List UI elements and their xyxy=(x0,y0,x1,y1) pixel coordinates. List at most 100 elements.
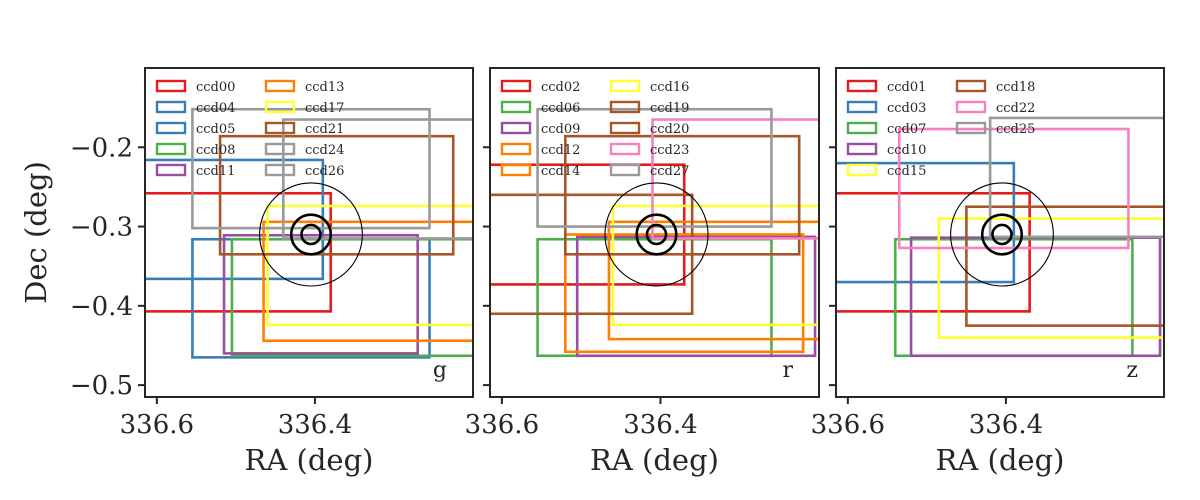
x-tick-label: 336.6 xyxy=(120,410,194,440)
legend-swatch-ccd25 xyxy=(955,121,987,135)
legend-label-ccd09: ccd09 xyxy=(541,122,580,137)
ccd-rect-ccd24 xyxy=(191,107,431,230)
legend-swatch-ccd16 xyxy=(609,79,641,93)
x-tick-label: 336.4 xyxy=(623,410,697,440)
legend-swatch-ccd26 xyxy=(264,163,296,177)
ccd-rect-ccd22 xyxy=(897,127,1130,250)
legend-swatch-ccd11 xyxy=(155,163,187,177)
legend-swatch-ccd04 xyxy=(155,100,187,114)
ccd-rect-ccd20 xyxy=(490,193,694,316)
ccd-rect-ccd13 xyxy=(262,220,473,343)
target-circle xyxy=(300,223,322,246)
legend-label-ccd22: ccd22 xyxy=(996,101,1035,116)
legend-label-ccd25: ccd25 xyxy=(996,122,1035,137)
legend-label-ccd14: ccd14 xyxy=(541,164,580,179)
target-circle xyxy=(950,182,1054,287)
ccd-rect-ccd17 xyxy=(266,204,473,327)
legend-label-ccd19: ccd19 xyxy=(650,101,689,116)
x-axis-label: RA (deg) xyxy=(590,443,719,477)
plot-area xyxy=(145,107,473,359)
plot-area xyxy=(490,107,819,358)
ccd-rect-ccd02 xyxy=(490,163,686,286)
legend-label-ccd23: ccd23 xyxy=(650,143,689,158)
legend-swatch-ccd01 xyxy=(846,79,878,93)
legend-label-ccd16: ccd16 xyxy=(650,80,689,95)
legend-swatch-ccd20 xyxy=(609,121,641,135)
axes-frame xyxy=(489,67,820,398)
legend-label-ccd20: ccd20 xyxy=(650,122,689,137)
y-tick-label: −0.3 xyxy=(70,213,133,243)
x-axis-label: RA (deg) xyxy=(245,443,374,477)
legend-label-ccd21: ccd21 xyxy=(305,122,344,137)
band-label: r xyxy=(782,358,793,383)
legend-label-ccd04: ccd04 xyxy=(196,101,235,116)
legend-swatch-ccd15 xyxy=(846,163,878,177)
legend-swatch-ccd24 xyxy=(264,142,296,156)
ccd-rect-ccd18 xyxy=(965,205,1164,327)
legend-swatch-ccd22 xyxy=(955,100,987,114)
plot-area xyxy=(836,116,1164,358)
y-tick-label: −0.2 xyxy=(70,133,133,163)
legend-label-ccd01: ccd01 xyxy=(887,80,926,95)
legend-label-ccd02: ccd02 xyxy=(541,80,580,95)
legend-swatch-ccd23 xyxy=(609,142,641,156)
x-axis-label: RA (deg) xyxy=(936,443,1065,477)
ccd-rect-ccd16 xyxy=(611,204,819,327)
target-circle xyxy=(991,223,1013,246)
x-tick-label: 336.4 xyxy=(969,410,1043,440)
legend-label-ccd15: ccd15 xyxy=(887,164,926,179)
legend-swatch-ccd10 xyxy=(846,142,878,156)
ccd-rect-ccd23 xyxy=(651,118,819,240)
legend-label-ccd00: ccd00 xyxy=(196,80,235,95)
ccd-rect-ccd14 xyxy=(607,220,819,341)
legend-label-ccd07: ccd07 xyxy=(887,122,926,137)
legend-label-ccd17: ccd17 xyxy=(305,101,344,116)
axes-frame xyxy=(835,67,1165,398)
legend-label-ccd26: ccd26 xyxy=(305,164,344,179)
ccd-rect-ccd27 xyxy=(536,107,773,228)
band-label: g xyxy=(433,358,447,383)
legend-swatch-ccd12 xyxy=(500,142,532,156)
ccd-rect-ccd26 xyxy=(282,118,473,240)
legend-label-ccd08: ccd08 xyxy=(196,143,235,158)
target-circle xyxy=(635,213,678,256)
legend-swatch-ccd14 xyxy=(500,163,532,177)
legend-label-ccd13: ccd13 xyxy=(305,80,344,95)
legend-label-ccd11: ccd11 xyxy=(196,164,235,179)
target-circle xyxy=(980,213,1024,256)
legend: ccd02ccd06ccd09ccd12ccd14ccd16ccd19ccd20… xyxy=(500,79,689,179)
x-tick-label: 336.4 xyxy=(278,410,352,440)
target-circle xyxy=(259,182,363,287)
ccd-rect-ccd15 xyxy=(937,217,1164,339)
target-circle xyxy=(604,182,709,287)
y-tick-label: −0.4 xyxy=(70,292,133,322)
ccd-rect-ccd09 xyxy=(575,235,817,358)
legend-label-ccd03: ccd03 xyxy=(887,101,926,116)
legend-swatch-ccd09 xyxy=(500,121,532,135)
legend-label-ccd18: ccd18 xyxy=(996,80,1035,95)
legend: ccd00ccd04ccd05ccd08ccd11ccd13ccd17ccd21… xyxy=(155,79,344,179)
legend-label-ccd24: ccd24 xyxy=(305,143,344,158)
legend-swatch-ccd06 xyxy=(500,100,532,114)
legend-swatch-ccd03 xyxy=(846,100,878,114)
legend-swatch-ccd08 xyxy=(155,142,187,156)
legend-label-ccd12: ccd12 xyxy=(541,143,580,158)
legend-swatch-ccd18 xyxy=(955,79,987,93)
legend-swatch-ccd13 xyxy=(264,79,296,93)
legend-label-ccd27: ccd27 xyxy=(650,164,689,179)
legend-swatch-ccd21 xyxy=(264,121,296,135)
target-circle xyxy=(645,223,668,246)
target-circle xyxy=(289,213,333,256)
band-label: z xyxy=(1126,358,1138,383)
ccd-rect-ccd21 xyxy=(218,134,455,256)
legend-swatch-ccd00 xyxy=(155,79,187,93)
ccd-rect-ccd12 xyxy=(564,233,805,354)
legend-swatch-ccd07 xyxy=(846,121,878,135)
x-tick-label: 336.6 xyxy=(811,410,885,440)
ccd-rect-ccd01 xyxy=(836,191,1031,313)
